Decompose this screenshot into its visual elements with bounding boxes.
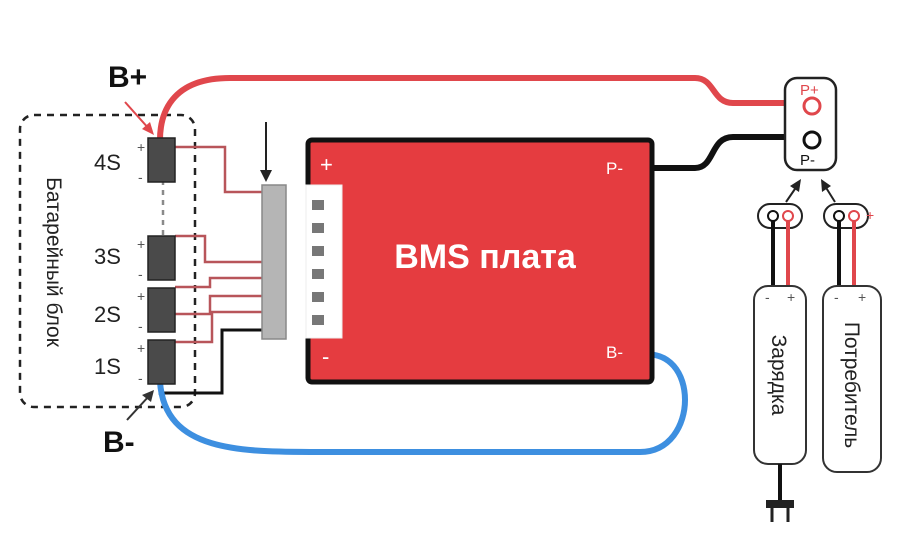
cell-2s-minus: - [138, 318, 143, 334]
b-plus-arrow [124, 101, 154, 135]
cell-4s-label: 4S [94, 150, 121, 175]
consumer-plug-plus-pin [848, 210, 860, 222]
cell-1s-minus: - [138, 370, 143, 386]
cell-2s: + - 2S [94, 287, 176, 334]
consumer-plug [823, 203, 869, 229]
cell-3s: + - 3S [94, 235, 176, 282]
cell-1s-plus: + [137, 340, 145, 356]
cell-2s-plus: + [137, 288, 145, 304]
battery-block-label: Батарейный блок [42, 177, 65, 348]
output-port [783, 76, 838, 172]
bms-minus-label: - [322, 344, 329, 369]
b-minus-arrow [126, 390, 154, 421]
port-p-plus-terminal [802, 96, 822, 116]
port-p-minus-label: P- [800, 152, 815, 169]
cell-3s-label: 3S [94, 244, 121, 269]
consumer-plus-sign: + [858, 289, 866, 305]
bms-balance-socket [305, 184, 343, 339]
charger-label: Зарядка [767, 335, 790, 416]
cell-2s-label: 2S [94, 302, 121, 327]
port-p-minus-terminal [802, 130, 822, 150]
charger-mains-prongs [770, 508, 790, 522]
balance-connector [261, 184, 287, 340]
consumer-plug-minus-pin [833, 210, 845, 222]
b-minus-main-wire [157, 351, 688, 455]
charger-plug-plus-pin [782, 210, 794, 222]
connector-arrow [260, 122, 272, 182]
port-arrow-charger [785, 179, 801, 203]
battery-block-frame [18, 113, 197, 409]
port-p-plus-label: P+ [800, 82, 819, 99]
bms-socket-pins [312, 200, 324, 325]
p-minus-wire [649, 134, 809, 171]
cell-1s: + - 1S [94, 339, 176, 386]
bms-plus-label: + [320, 152, 333, 177]
charger-minus-sign: - [765, 289, 770, 305]
b-plus-label: B+ [108, 61, 147, 94]
bms-title: BMS плата [394, 238, 577, 276]
charger-plug [757, 203, 803, 229]
b-minus-label: B- [103, 426, 135, 459]
consumer-label: Потребитель [840, 322, 863, 448]
consumer-minus-sign: - [834, 289, 839, 305]
bms-b-minus-label: B- [606, 343, 623, 362]
charger-mains-plug [766, 500, 794, 508]
cell-4s: + - 4S [94, 137, 176, 185]
balance-wires [175, 145, 262, 344]
b-plus-wire [157, 75, 809, 143]
consumer-plug-plus-sign: + [866, 207, 874, 223]
cell-3s-minus: - [138, 266, 143, 282]
charger-plug-minus-pin [767, 210, 779, 222]
cell-4s-minus: - [138, 169, 143, 185]
charger-plus-sign: + [787, 289, 795, 305]
cell-3s-plus: + [137, 236, 145, 252]
cell-4s-plus: + [137, 139, 145, 155]
bms-p-minus-label: P- [606, 159, 623, 178]
port-arrow-consumer [821, 179, 836, 203]
consumer-body [822, 285, 882, 473]
cell-1s-label: 1S [94, 354, 121, 379]
